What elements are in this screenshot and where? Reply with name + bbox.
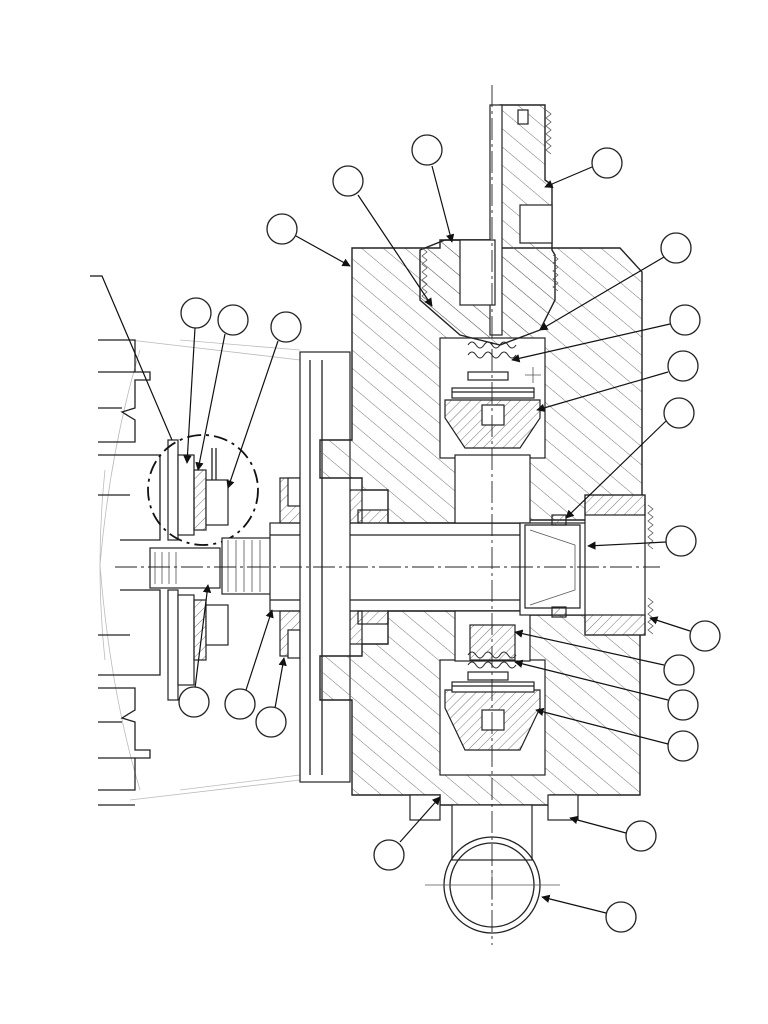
plunger-block [469,624,516,661]
callout-balloon [669,304,701,336]
callout-balloon [663,654,695,686]
leader-line-upper-left [90,275,173,441]
motor-flange-profile-bottom [98,589,161,806]
callout-balloon [373,839,405,871]
bottom-suction-pipe [409,794,579,934]
callout-balloon [332,165,364,197]
callout-balloon [180,297,212,329]
center-mark [525,367,541,383]
callout-balloon [270,311,302,343]
suction-valve-top [444,371,541,449]
callout-balloon [625,820,657,852]
callout-balloons [178,134,721,933]
callout-balloon [667,689,699,721]
callout-balloon [660,232,692,264]
coupling-plates [167,439,229,701]
callout-balloon [255,706,287,738]
discharge-valve-bottom [444,671,541,751]
callout-balloon [665,525,697,557]
callout-balloon [667,350,699,382]
callout-balloon [224,688,256,720]
callout-balloon [605,901,637,933]
callout-balloon [217,304,249,336]
callout-balloon [178,686,210,718]
motor-flange-profile-top [98,339,161,541]
callout-balloon [266,213,298,245]
callout-balloon [411,134,443,166]
top-discharge-fitting [419,104,559,346]
callout-balloon [689,620,721,652]
right-side-plug [524,494,654,636]
callout-balloon [663,397,695,429]
callout-balloon [667,730,699,762]
detail-circle [147,434,259,546]
callout-balloon [591,147,623,179]
